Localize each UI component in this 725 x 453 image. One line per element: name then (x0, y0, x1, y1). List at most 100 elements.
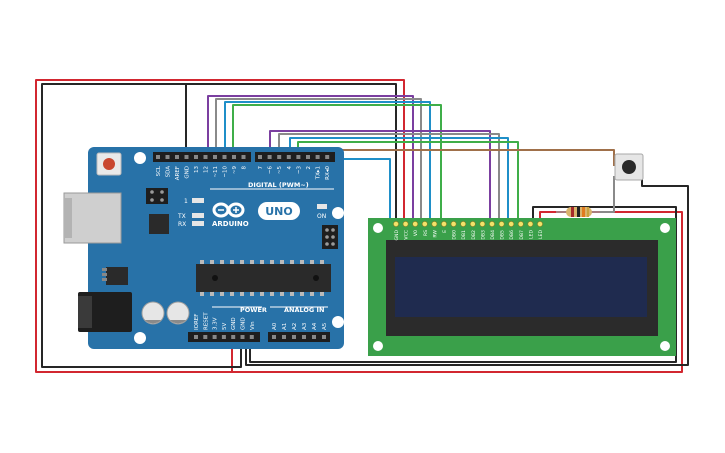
pin-hole[interactable] (306, 155, 310, 159)
led-rx (192, 221, 204, 226)
lcd-pin[interactable] (527, 221, 534, 227)
wire-black-gnd-outer[interactable] (41, 83, 242, 368)
usb-port[interactable] (63, 192, 122, 244)
pin-hole[interactable] (249, 335, 254, 339)
lcd-pin[interactable] (421, 221, 428, 227)
pin-hole[interactable] (213, 155, 217, 159)
arduino-brand-text: ARDUINO (212, 220, 249, 228)
lcd-pin-label: LED (528, 230, 534, 239)
wire-gray-button[interactable] (600, 176, 615, 213)
lcd-pin[interactable] (402, 221, 409, 227)
lcd-pin[interactable] (393, 221, 399, 227)
wire-gray-db5[interactable] (278, 133, 500, 222)
usb-port-inner (64, 198, 72, 238)
analog-header: ANALOG IN (284, 306, 324, 314)
pin-hole[interactable] (322, 335, 326, 339)
lcd-pin-label: RW (432, 230, 438, 238)
pin-hole[interactable] (277, 155, 282, 159)
pin-hole[interactable] (325, 155, 330, 159)
lcd-pin[interactable] (479, 221, 486, 227)
pin-hole[interactable] (212, 335, 217, 339)
wire-blue-db6[interactable] (289, 137, 509, 222)
lcd-pin[interactable] (431, 221, 438, 227)
lcd-pin[interactable] (469, 221, 476, 227)
pin-hole[interactable] (292, 335, 296, 339)
pin-hole[interactable] (175, 155, 179, 159)
pin-hole[interactable] (258, 155, 262, 159)
icsp-header-small (146, 188, 168, 204)
pin-label: 7 (258, 166, 264, 170)
lcd-pin-label: DB1 (461, 230, 467, 240)
usb-chip (149, 214, 169, 234)
pin-hole[interactable] (231, 335, 236, 339)
pin-hole[interactable] (282, 335, 286, 339)
pin-hole[interactable] (184, 155, 189, 159)
header-top-right (255, 152, 335, 162)
pin-label: RX◂0 (325, 166, 331, 180)
pin-hole[interactable] (203, 335, 208, 339)
pin-label: SCL (156, 165, 162, 176)
wire-red-lcd-vcc[interactable] (232, 211, 683, 373)
lcd-pin-label: RS (423, 230, 429, 236)
pin-hole[interactable] (312, 335, 316, 339)
pin-hole[interactable] (221, 335, 226, 339)
led-tx (192, 213, 204, 218)
lcd-pin[interactable] (412, 221, 419, 227)
pin-label: TX▸1 (316, 166, 322, 180)
wire-green-e2[interactable] (232, 104, 442, 222)
lcd-pin[interactable] (450, 221, 457, 227)
push-button-cap[interactable] (622, 160, 636, 174)
pin-hole[interactable] (286, 155, 291, 159)
pin-hole[interactable] (267, 155, 272, 159)
pin-hole[interactable] (240, 335, 245, 339)
pin-label: ~11 (213, 166, 219, 178)
pin-hole[interactable] (203, 155, 208, 159)
wire-black-gnd-top[interactable] (186, 83, 397, 222)
header-analog (268, 332, 330, 342)
push-button[interactable] (614, 153, 644, 181)
pin-hole[interactable] (296, 155, 301, 159)
top-pin-holes (156, 155, 330, 159)
lcd-pin[interactable] (517, 221, 524, 227)
lcd-pin[interactable] (489, 221, 495, 227)
dc-jack-front (78, 296, 92, 328)
wire-black-button[interactable] (245, 176, 689, 366)
wire-red-5v-outer[interactable] (35, 79, 405, 373)
pin-label: 2 (306, 166, 312, 170)
lcd-pin-label: DB0 (452, 230, 458, 240)
lcd-pin[interactable] (460, 221, 467, 227)
pin-hole[interactable] (232, 155, 236, 159)
lcd-mount-hole (660, 341, 670, 351)
resistor[interactable] (556, 207, 600, 217)
lcd-mount-hole (373, 223, 383, 233)
pin-hole[interactable] (194, 155, 198, 159)
pin-hole[interactable] (165, 155, 170, 159)
pin-label: 13 (194, 166, 200, 173)
pin-hole[interactable] (315, 155, 320, 159)
pin-hole[interactable] (194, 335, 198, 339)
pin-hole[interactable] (156, 155, 160, 159)
pin-label: 3.3V (213, 317, 219, 330)
lcd-pin[interactable] (537, 221, 543, 227)
pin-hole[interactable] (222, 155, 227, 159)
wire-purple-db4[interactable] (269, 130, 491, 222)
pin-hole[interactable] (272, 335, 276, 339)
mounting-hole (134, 152, 146, 164)
pin-hole[interactable] (241, 155, 246, 159)
atmega-chip (196, 264, 331, 292)
wire-gray-rw[interactable] (215, 98, 422, 222)
lcd-pin[interactable] (508, 221, 515, 227)
pin-label: A3 (302, 322, 308, 330)
lcd-pin-label: E (442, 230, 448, 233)
lcd-pin-label: VCC (404, 230, 410, 240)
wire-purple-rs[interactable] (207, 95, 414, 222)
wire-blue-e[interactable] (224, 101, 431, 222)
uno-badge-text: UNO (265, 205, 293, 218)
lcd-pin[interactable] (498, 221, 505, 227)
lcd-pin[interactable] (441, 221, 447, 227)
reset-button-cap[interactable] (103, 158, 115, 170)
pin-label: RESET (203, 312, 209, 330)
pin-hole[interactable] (302, 335, 306, 339)
